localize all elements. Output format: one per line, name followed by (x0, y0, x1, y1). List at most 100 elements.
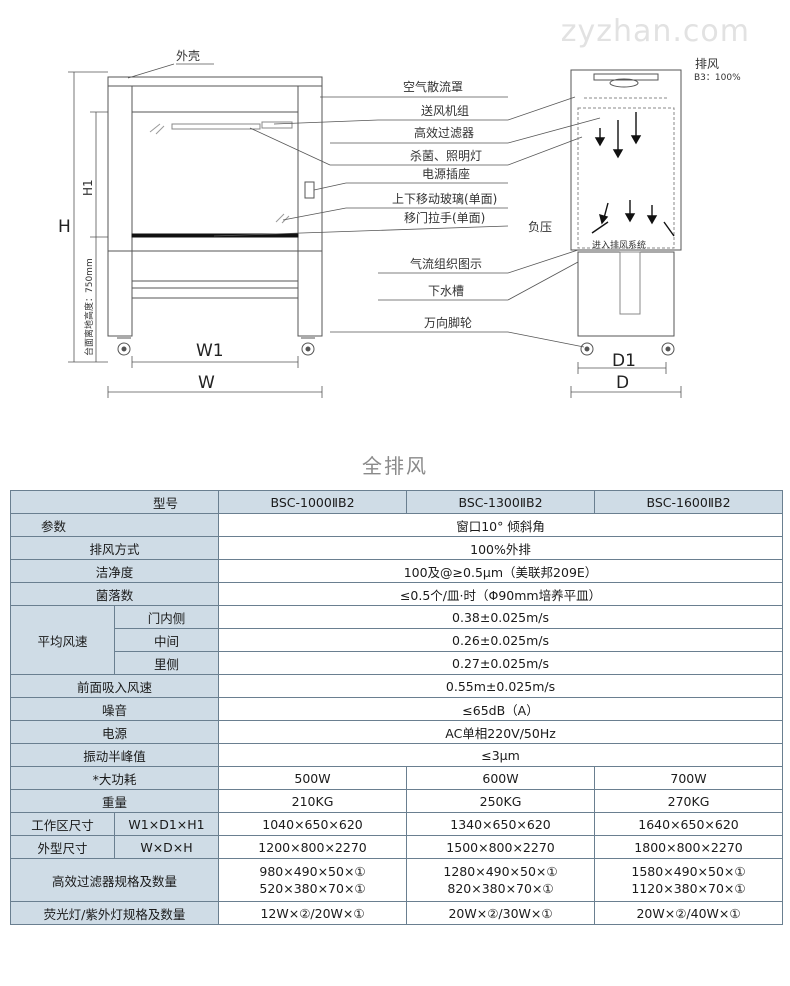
model-3: BSC-1600ⅡB2 (594, 490, 784, 514)
callout-sliding-glass: 上下移动玻璃(单面) (392, 192, 497, 206)
power-value: 700W (594, 766, 784, 790)
side-dimensions (570, 362, 682, 398)
spec-table: 型号 BSC-1000ⅡB2 BSC-1300ⅡB2 BSC-1600ⅡB2 参… (9, 490, 784, 925)
row-value: 100%外排 (218, 536, 784, 560)
table-row: 重量 210KG 250KG 270KG (9, 789, 784, 813)
outer-size-sub: W×D×H (113, 835, 220, 859)
row-label: 前面吸入风速 (9, 674, 220, 698)
table-row: 里侧 0.27±0.025m/s (11, 651, 784, 675)
airspeed-value: 0.27±0.025m/s (218, 651, 784, 675)
hepa-line: 1280×490×50×① (443, 864, 558, 879)
table-row: *大功耗 500W 600W 700W (9, 766, 784, 790)
callout-airflow: 气流组织图示 (410, 256, 482, 271)
table-row: 菌落数 ≤0.5个/皿·时（Φ90mm培养平皿） (9, 582, 784, 606)
table-row: 高效过滤器规格及数量 980×490×50×① 520×380×70×① 128… (9, 858, 784, 902)
callout-socket: 电源插座 (422, 166, 470, 181)
header-param: 参数 (9, 513, 220, 537)
hepa-value: 980×490×50×① 520×380×70×① (218, 858, 408, 902)
label-negative-pressure: 负压 (528, 220, 552, 234)
table-row: 排风方式 100%外排 (9, 536, 784, 560)
weight-value: 210KG (218, 789, 408, 813)
power-value: 500W (218, 766, 408, 790)
row-label: 排风方式 (9, 536, 220, 560)
power-label: *大功耗 (9, 766, 220, 790)
power-value: 600W (406, 766, 596, 790)
airspeed-sub-label: 门内侧 (113, 605, 220, 629)
callout-drain: 下水槽 (428, 284, 464, 298)
work-size-value: 1340×650×620 (406, 812, 596, 836)
table-row: 平均风速 门内侧 0.38±0.025m/s (10, 605, 784, 675)
header-model: 型号 (9, 490, 220, 514)
weight-label: 重量 (9, 789, 220, 813)
row-label: 噪音 (9, 697, 220, 721)
row-label: 电源 (9, 720, 220, 744)
table-row: 噪音 ≤65dB（A） (9, 697, 784, 721)
table-row: 电源 AC单相220V/50Hz (9, 720, 784, 744)
airspeed-value: 0.38±0.025m/s (218, 605, 784, 629)
row-value: 0.55m±0.025m/s (218, 674, 784, 698)
hepa-value: 1280×490×50×① 820×380×70×① (406, 858, 596, 902)
callout-diffuser: 空气散流罩 (403, 79, 463, 94)
lamp-value: 12W×②/20W×① (218, 901, 408, 925)
lamp-value: 20W×②/30W×① (406, 901, 596, 925)
outer-size-value: 1800×800×2270 (594, 835, 784, 859)
work-size-sub: W1×D1×H1 (113, 812, 220, 836)
hepa-line: 820×380×70×① (447, 881, 554, 896)
table-row: 参数 窗口10° 倾斜角 (9, 513, 784, 537)
label-exhaust: 排风 (695, 57, 719, 71)
callout-labels: 空气散流罩 送风机组 高效过滤器 杀菌、照明灯 电源插座 上下移动玻璃(单面) … (392, 79, 497, 330)
table-row: 振动半峰值 ≤3μm (9, 743, 784, 767)
airspeed-sub-label: 里侧 (113, 651, 220, 675)
callout-fan-unit: 送风机组 (421, 103, 469, 118)
row-value: AC单相220V/50Hz (218, 720, 784, 744)
weight-value: 270KG (594, 789, 784, 813)
row-value: 100及@≥0.5μm（美联邦209E） (218, 559, 784, 583)
label-shell: 外壳 (176, 49, 200, 63)
airspeed-value: 0.26±0.025m/s (218, 628, 784, 652)
airflow-arrows (591, 112, 675, 237)
table-row: 前面吸入风速 0.55m±0.025m/s (9, 674, 784, 698)
table-row: 中间 0.26±0.025m/s (11, 628, 784, 652)
front-dimensions (68, 71, 323, 398)
airspeed-sub-label: 中间 (113, 628, 220, 652)
table-row: 外型尺寸 W×D×H 1200×800×2270 1500×800×2270 1… (10, 835, 784, 859)
row-label: 振动半峰值 (9, 743, 220, 767)
label-into-exhaust: 进入排风系统 (592, 239, 646, 251)
hepa-line: 520×380×70×① (259, 881, 366, 896)
outer-size-value: 1200×800×2270 (218, 835, 408, 859)
callout-uv-light: 杀菌、照明灯 (410, 148, 482, 163)
dim-H: H (58, 217, 71, 237)
row-label: 洁净度 (9, 559, 220, 583)
diagram-svg: 外壳 H H1 台面离地高度：750mm W1 W (58, 49, 741, 398)
hepa-label: 高效过滤器规格及数量 (9, 858, 220, 902)
dim-D: D (616, 373, 629, 393)
watermark: zyzhan.com (560, 14, 750, 49)
hepa-line: 1120×380×70×① (631, 881, 746, 896)
callout-lines (213, 96, 601, 348)
hepa-line: 1580×490×50×① (631, 864, 746, 879)
dim-W: W (198, 373, 215, 393)
window-angle: 窗口10° 倾斜角 (218, 513, 784, 537)
row-label: 菌落数 (9, 582, 220, 606)
dim-D1: D1 (612, 351, 636, 371)
lamp-label: 荧光灯/紫外灯规格及数量 (9, 901, 220, 925)
airspeed-label: 平均风速 (10, 605, 115, 675)
side-view (570, 69, 682, 356)
table-row: 荧光灯/紫外灯规格及数量 12W×②/20W×① 20W×②/30W×① 20W… (9, 901, 784, 925)
callout-door-handle: 移门拉手(单面) (404, 210, 485, 225)
work-size-value: 1640×650×620 (594, 812, 784, 836)
work-size-label: 工作区尺寸 (10, 812, 115, 836)
model-1: BSC-1000ⅡB2 (218, 490, 408, 514)
dim-W1: W1 (196, 341, 224, 361)
row-value: ≤0.5个/皿·时（Φ90mm培养平皿） (218, 582, 784, 606)
outer-size-label: 外型尺寸 (10, 835, 115, 859)
hepa-value: 1580×490×50×① 1120×380×70×① (594, 858, 784, 902)
table-row: 工作区尺寸 W1×D1×H1 1040×650×620 1340×650×620… (10, 812, 784, 836)
table-row: 洁净度 100及@≥0.5μm（美联邦209E） (9, 559, 784, 583)
work-size-value: 1040×650×620 (218, 812, 408, 836)
callout-caster: 万向脚轮 (424, 315, 472, 330)
dim-bench-height: 台面离地高度：750mm (83, 258, 95, 356)
outer-size-value: 1500×800×2270 (406, 835, 596, 859)
label-exhaust-sub: B3：100% (694, 73, 741, 83)
cabinet-diagram: 外壳 H H1 台面离地高度：750mm W1 W (0, 0, 790, 430)
